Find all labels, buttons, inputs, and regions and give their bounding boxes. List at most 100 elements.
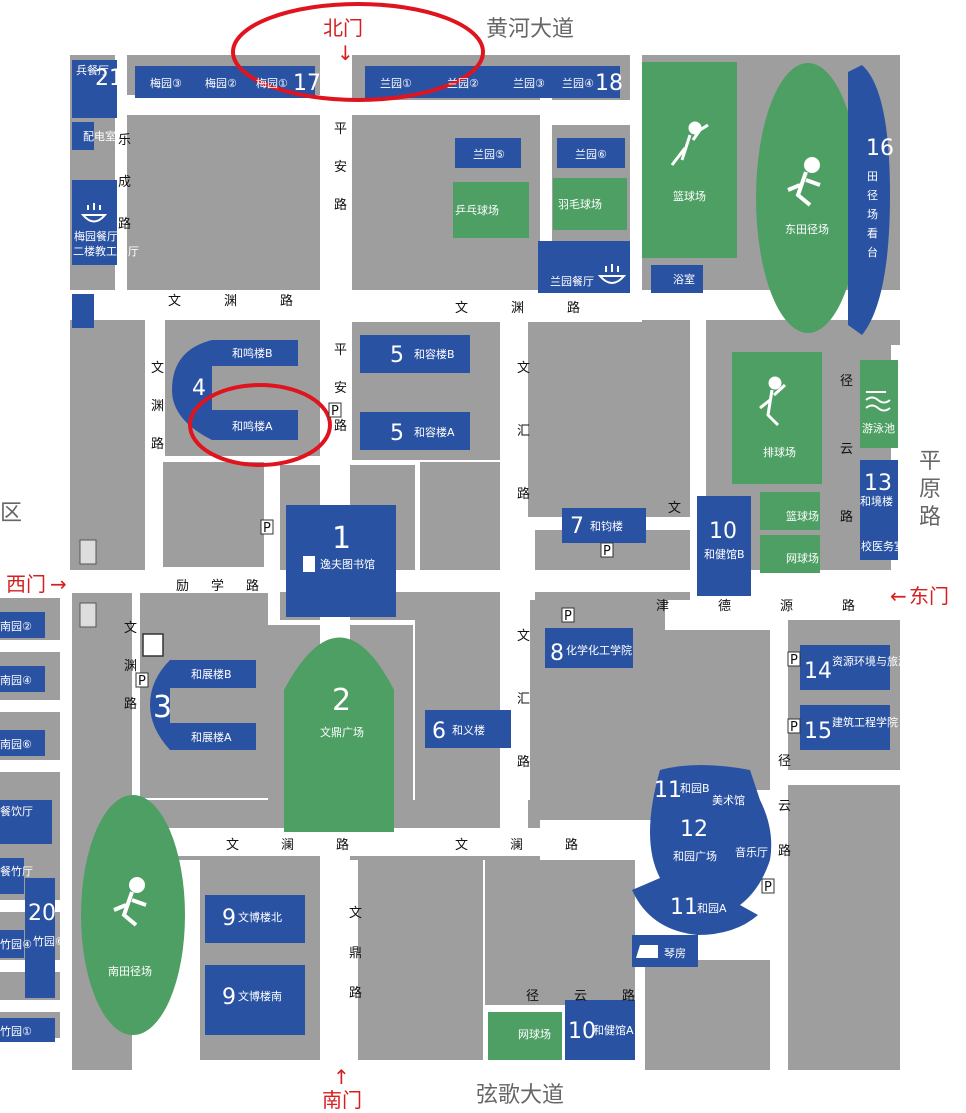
pingpong-label: 乒乓球场 [455, 203, 499, 217]
building-3 [150, 660, 256, 750]
road-label-jing-yun-char: 径 [840, 374, 853, 389]
building-10a [565, 1000, 635, 1060]
b16-label-char: 径 [867, 189, 878, 202]
atm-icon [79, 539, 97, 628]
building-13 [860, 460, 898, 560]
meiyuan-1-label: 梅园① [256, 76, 288, 90]
road-label-li-xue-char: 路 [246, 578, 259, 594]
building-8 [545, 628, 633, 668]
parking-letter: P [331, 404, 339, 419]
south-gate-arrow: ↑ [333, 1065, 350, 1089]
b15-label: 建筑工程学院 [832, 715, 898, 729]
parking-letter: P [263, 521, 271, 536]
basketball-court-2 [760, 492, 820, 530]
road-label-wen-lan-char: 澜 [281, 838, 294, 853]
lanyuan-5 [455, 138, 521, 168]
meiyuan-canteen-label: 梅园餐厅 [74, 229, 118, 243]
b11a-number: 11 [670, 895, 698, 920]
road-label-ping-an-char: 平 [334, 122, 347, 137]
south-tennis-court [488, 1012, 562, 1060]
road-label-ping-an-char: 路 [334, 197, 347, 213]
road-label-jing-yun2-char: 路 [778, 843, 791, 859]
track-east-label: 东田径场 [785, 222, 829, 236]
road-label-wen-char: 文 [668, 501, 681, 516]
road-label-wen-ding-char: 文 [349, 906, 362, 921]
road-label-wen-yuan-n-char: 渊 [224, 294, 237, 309]
b6-number: 6 [432, 719, 446, 744]
library-icon [303, 556, 315, 572]
piano-label: 琴房 [664, 947, 686, 960]
hezhan-a-label: 和展楼A [191, 730, 232, 744]
west-gate-label: 西门 [6, 572, 46, 596]
building-9n [205, 895, 305, 943]
building-18 [365, 66, 620, 98]
b16-label-char: 场 [867, 207, 878, 221]
west-building-label: 竹园④ [0, 937, 32, 951]
heyuan-a-label: 和园A [697, 902, 727, 915]
building-21 [72, 60, 117, 118]
lanyuan-5-label: 兰园⑤ [473, 148, 505, 161]
bath-label: 浴室 [673, 272, 695, 286]
west-5 [0, 858, 24, 894]
road-label-jing-yun-char: 云 [840, 442, 853, 457]
tennis-court [760, 535, 820, 573]
road-label-jing-yun3-char: 径 [526, 989, 539, 1004]
road-label-wen-yuan-sw-char: 路 [124, 696, 137, 712]
wending-plaza [284, 637, 394, 832]
west-district-label: 区 [0, 501, 22, 526]
canteen-icon-box [72, 294, 94, 328]
b10b-number: 10 [709, 519, 737, 544]
meiyuan-canteen-sub: 二楼教工餐厅 [73, 244, 139, 258]
b13-sub: 校医务室 [861, 539, 905, 553]
road-label-le-cheng-char: 路 [118, 216, 131, 232]
road-label-wen-lan2-char: 路 [565, 837, 578, 853]
b17-number: 17 [293, 71, 321, 96]
road-label-wen-lan-char: 路 [336, 837, 349, 853]
b15-number: 15 [804, 719, 832, 744]
b10a-number: 10 [568, 1019, 596, 1044]
b18-number: 18 [595, 71, 623, 96]
basketball-court [642, 62, 737, 258]
b16-label-char: 看 [867, 226, 878, 240]
pool-label: 游泳池 [862, 421, 895, 435]
b6-label: 和义楼 [452, 723, 485, 737]
herong-b-label: 和容楼B [414, 347, 455, 361]
b12-label: 和园广场 [673, 849, 717, 863]
road-label-wen-yuan-n2-char: 文 [455, 301, 468, 316]
b13-number: 13 [864, 471, 892, 496]
lanyuan-1-label: 兰园① [380, 77, 412, 90]
b4-number: 4 [192, 376, 206, 401]
west-1 [0, 612, 45, 638]
canteen-bowl-icon [80, 203, 108, 223]
b9s-label: 文博楼南 [238, 989, 282, 1003]
b21-number: 21 [95, 66, 123, 91]
road-labels: 平安路平安路文渊路文渊路文渊路文渊路文澜路文澜路文汇路文汇路乐成路励学路津德源路… [118, 122, 855, 1004]
road-label-jing-yun-char: 路 [840, 509, 853, 525]
b10b-label: 和健馆B [704, 547, 745, 561]
art-label: 美术馆 [712, 793, 745, 807]
west-7 [0, 1018, 55, 1042]
b20-label: 竹园⑥ [33, 934, 65, 948]
lanyuan-6-label: 兰园⑥ [575, 148, 607, 161]
tennis-label: 网球场 [786, 551, 819, 565]
east-gate-label: 东门 [909, 584, 949, 608]
road-label-ping-an-2-char: 平 [334, 343, 347, 358]
building-4 [172, 340, 298, 440]
b14-number: 14 [804, 659, 832, 684]
lanyuan-2-label: 兰园② [447, 77, 479, 90]
road-label-wen-yuan-sw-char: 渊 [124, 659, 137, 674]
road-label-jing-yun3-char: 路 [622, 988, 635, 1004]
b10a-label: 和健馆A [593, 1023, 634, 1037]
volleyball-player-icon [759, 376, 787, 427]
b2-number: 2 [332, 683, 351, 718]
b5b-number: 5 [390, 343, 404, 368]
road-label-wen-yuan-n-char: 路 [280, 293, 293, 309]
south-gate-label: 南门 [322, 1088, 362, 1112]
green-areas [81, 62, 898, 1060]
lanyuan-canteen [538, 241, 630, 293]
road-label-jin-de-char: 德 [718, 599, 731, 614]
pingpong-court [453, 182, 529, 238]
